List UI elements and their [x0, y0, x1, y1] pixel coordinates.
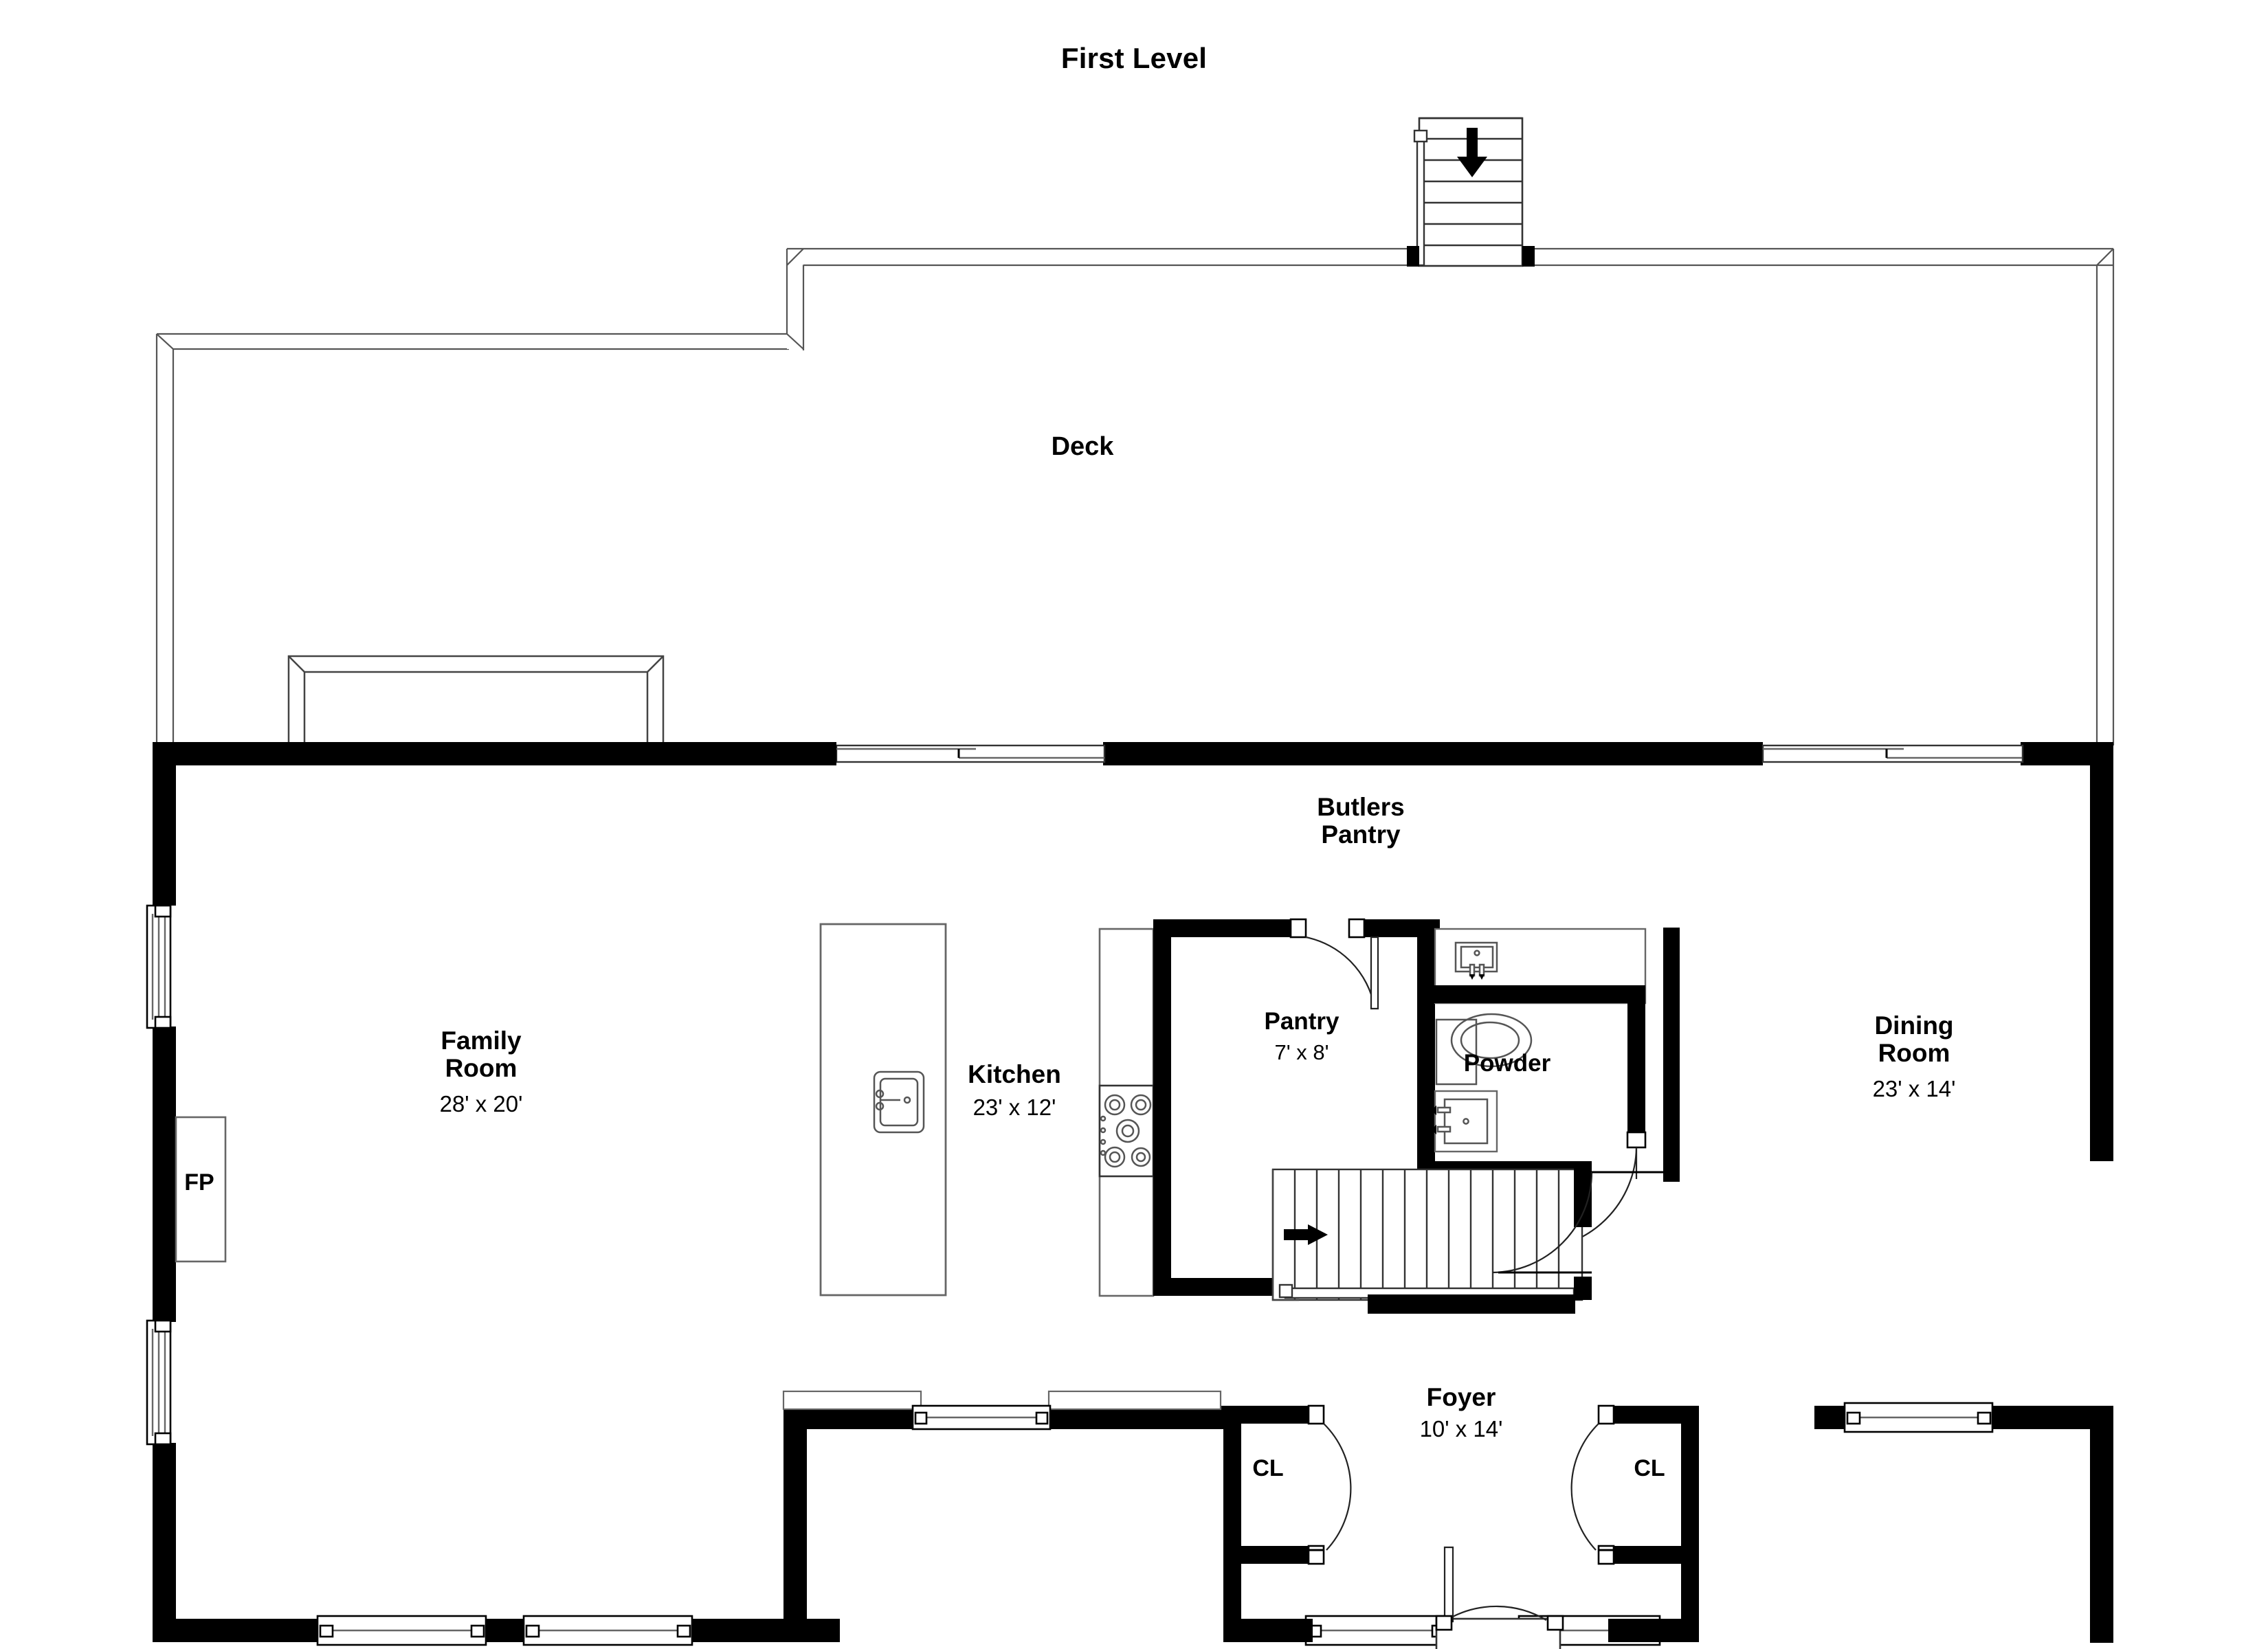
powder-toilet: [1435, 1013, 1533, 1086]
powder-vanity-sink: [1431, 1090, 1498, 1153]
cooktop-icon: [1100, 1094, 1152, 1168]
rear-sliding-door-right: [1761, 744, 2024, 763]
room-label-butlers-pantry: Butlers Pantry: [1317, 793, 1405, 849]
stair-hall-door: [1492, 1171, 1663, 1274]
page-title: First Level: [1060, 42, 1208, 74]
window-west-upper: [146, 904, 172, 1029]
deck-stair-opening: [1407, 246, 1535, 267]
foyer-walls: [1223, 1546, 1699, 1642]
closet-right-walls: [1597, 1404, 1699, 1565]
front-entry-door: [1435, 1546, 1564, 1649]
closet-left-door-swing: [1262, 1423, 1352, 1551]
interior-stairs: [1153, 1161, 1592, 1314]
window-south-1: [316, 1615, 487, 1646]
dining-room-partition: [1663, 928, 1680, 1182]
closet-label-left: CL: [1252, 1455, 1284, 1481]
interior-south-openings: [782, 1390, 1222, 1431]
fireplace-label: FP: [184, 1169, 214, 1196]
butlers-pantry-sink: [1454, 941, 1498, 980]
window-west-lower: [146, 1319, 172, 1446]
closet-label-right: CL: [1634, 1455, 1665, 1481]
fireplace: [175, 1116, 227, 1263]
kitchen-counter: [1098, 928, 1155, 1297]
room-label-powder: Powder: [1463, 1050, 1551, 1077]
down-arrow-icon: [1457, 128, 1487, 177]
kitchen-island: [819, 923, 947, 1297]
closet-left-walls: [1223, 1404, 1325, 1565]
window-south-2: [522, 1615, 693, 1646]
pantry-door-swing: [1305, 936, 1379, 1010]
rear-sliding-door-left: [835, 744, 1106, 763]
window-south-foyer-left: [1304, 1615, 1448, 1646]
right-arrow-icon: [1284, 1224, 1328, 1245]
closet-right-door-swing: [1570, 1423, 1663, 1551]
deck-outline: [155, 247, 2115, 745]
window-east-lower: [1843, 1402, 1994, 1433]
family-room-bay-doors: [287, 655, 836, 765]
room-label-deck: Deck: [1051, 432, 1114, 461]
deck-stairs: [1413, 117, 1524, 267]
